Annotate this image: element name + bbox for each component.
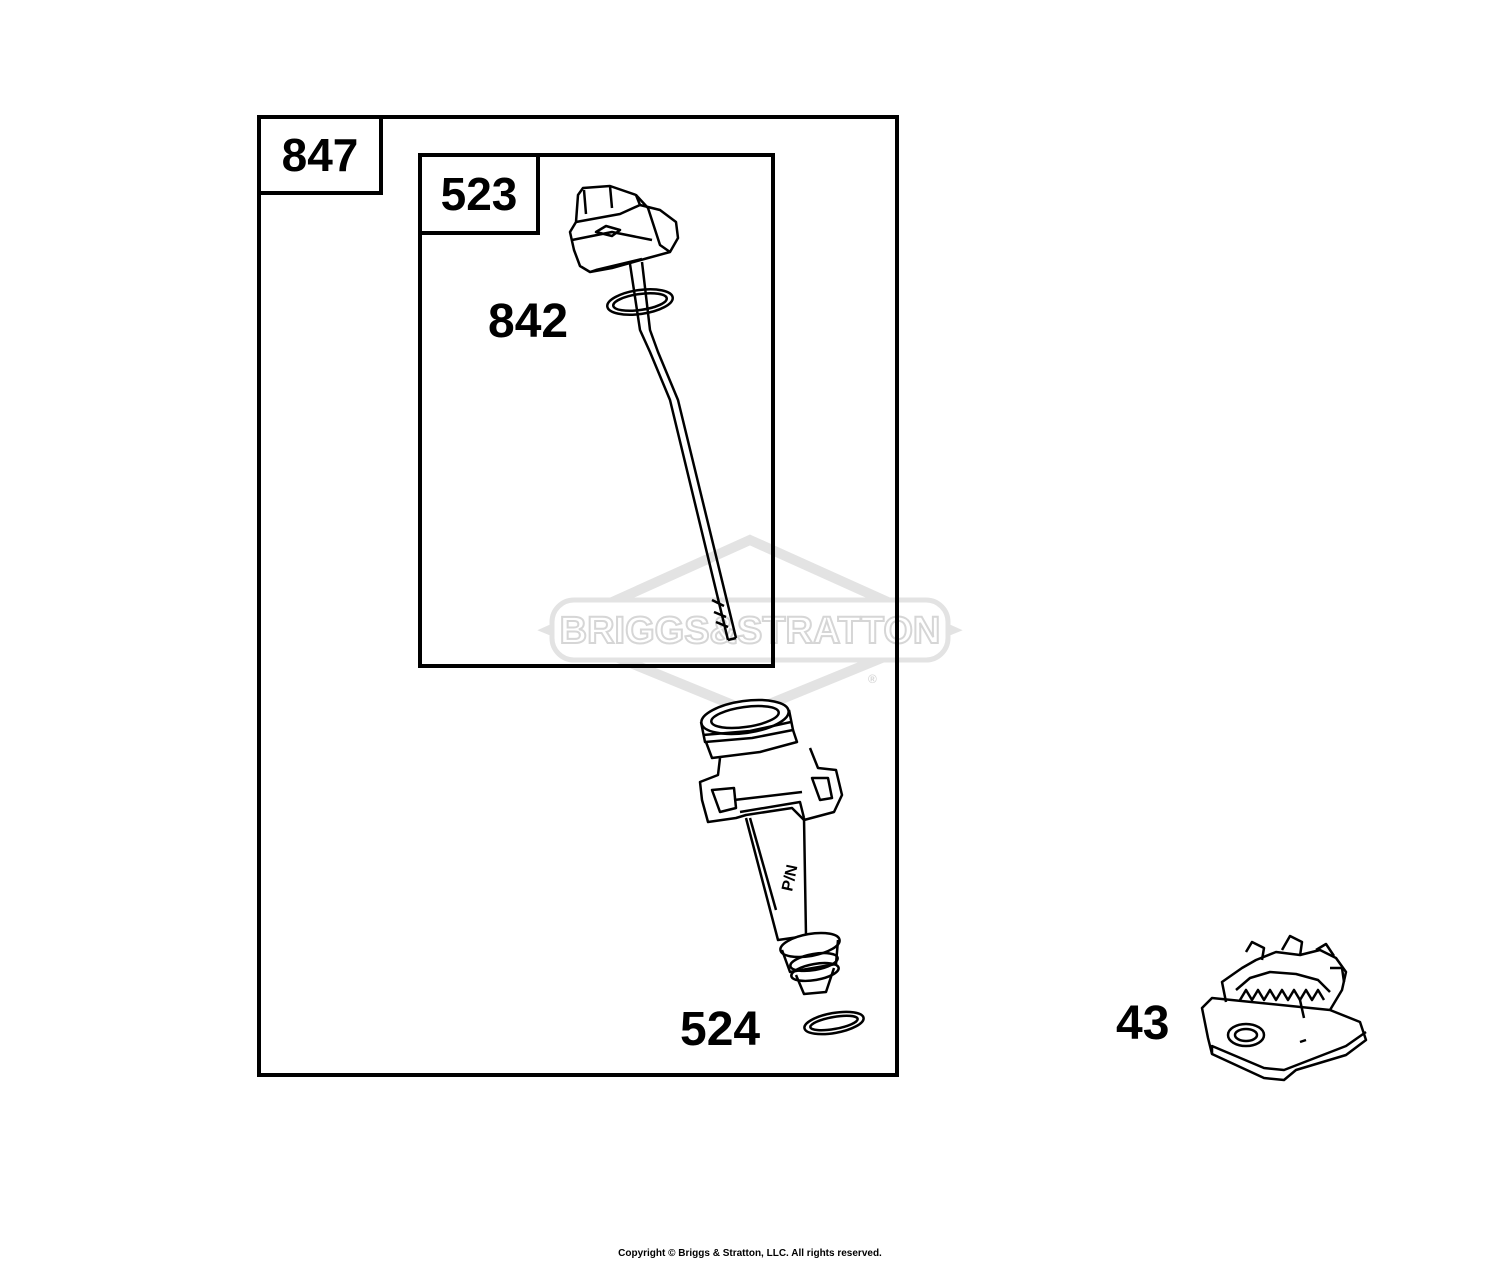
outer-kit-ref-tag: 847 xyxy=(257,115,383,195)
governor-gear-icon xyxy=(1200,934,1368,1082)
dipstick-icon xyxy=(568,184,738,642)
governor-gear-ref-number: 43 xyxy=(1116,997,1170,1050)
svg-text:P/N: P/N xyxy=(779,863,801,893)
oil-fill-tube-icon: P/N xyxy=(698,698,865,1036)
oil-fill-tube-ref-number: 524 xyxy=(680,1003,761,1056)
watermark-brand-text: BRIGGS&STRATTON xyxy=(560,610,941,652)
dipstick-ref-number: 842 xyxy=(488,295,569,348)
copyright-notice: Copyright © Briggs & Stratton, LLC. All … xyxy=(618,1248,882,1259)
inner-kit-frame xyxy=(418,153,775,668)
briggs-stratton-watermark: BRIGGS&STRATTON ® xyxy=(537,534,963,718)
outer-kit-frame xyxy=(257,115,899,1077)
watermark-registered-mark: ® xyxy=(868,672,877,686)
inner-kit-ref-tag: 523 xyxy=(418,153,540,235)
